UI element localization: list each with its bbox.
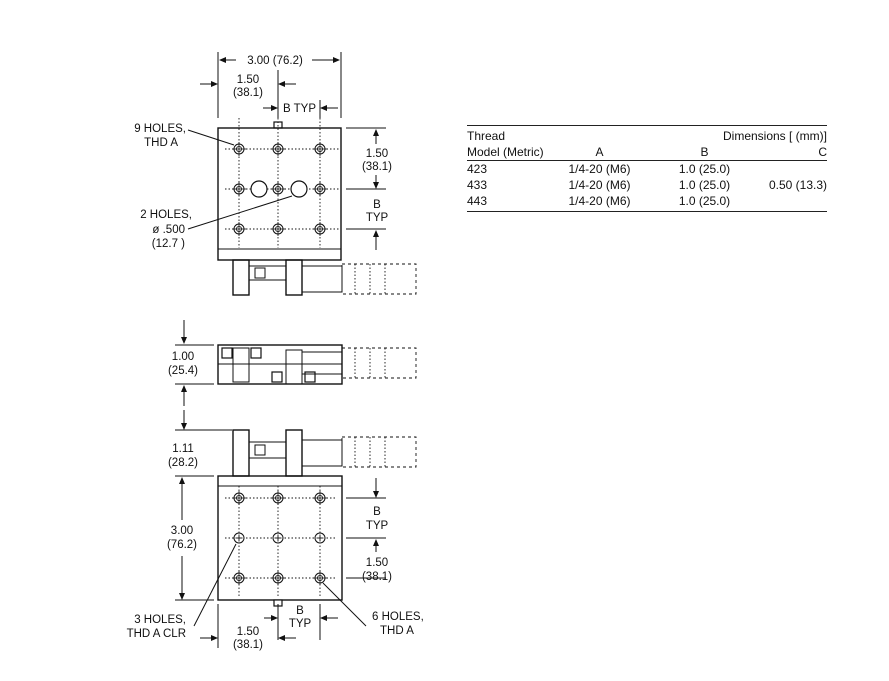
col-b: B [652,144,757,161]
table-header-row-1: Thread Dimensions [ (mm)] [467,125,827,144]
top-view: 3.00 (76.2) 1.50 (38.1) B TYP [134,52,417,296]
cell-b: 1.0 (25.0) [678,178,731,192]
top-right-150-in: 1.50 [366,148,388,160]
top-right-150-mm: (38.1) [362,161,392,173]
nine-holes-line2: THD A [144,137,178,149]
six-holes-line2: THD A [380,625,414,637]
table-row: 443 1/4-20 (M6) 1.0 (25.0) [467,193,827,212]
two-holes-line3: (12.7 ) [152,238,185,250]
cell-a: 1/4-20 (M6) [568,162,631,176]
cell-model: 433 [467,178,488,192]
top-right-b: B [373,199,381,211]
cell-c [757,161,827,178]
cell-c [757,193,827,212]
header-thread: Thread [467,125,547,144]
three-holes-line1: 3 HOLES, [134,614,186,626]
two-holes-line1: 2 HOLES, [140,209,192,221]
cell-b: 1.0 (25.0) [678,162,731,176]
bottom-150-mm: (38.1) [233,639,263,651]
dimensions-table: Thread Dimensions [ (mm)] Model (Metric)… [467,125,827,212]
length-in: 3.00 [171,525,193,537]
cell-model: 423 [467,162,488,176]
cell-b: 1.0 (25.0) [652,193,757,212]
six-holes-line1: 6 HOLES, [372,611,424,623]
top-right-typ: TYP [366,212,389,224]
table-header-row-2: Model (Metric) A B C [467,144,827,161]
micrometer-in: 1.11 [172,443,194,455]
table-row: 433 1/4-20 (M6) 1.0 (25.0) 0.50 (13.3) [467,177,827,193]
half-width-mm: (38.1) [233,87,263,99]
b-typ-label: B TYP [283,103,316,115]
cell-a: 1/4-20 (M6) [568,178,631,192]
micrometer-mm: (28.2) [168,457,198,469]
cell-model: 443 [467,193,547,212]
cell-c: 0.50 (13.3) [768,178,827,192]
bottom-150-in: 1.50 [237,626,259,638]
side-view: 1.00 (25.4) [168,320,417,406]
bottom-right-b: B [373,506,381,518]
height-mm: (25.4) [168,365,198,377]
table-row: 423 1/4-20 (M6) 1.0 (25.0) [467,161,827,178]
overall-width-label: 3.00 (76.2) [247,55,303,67]
half-width-in: 1.50 [237,74,259,86]
cell-a: 1/4-20 (M6) [547,193,652,212]
col-model: Model (Metric) [467,144,547,161]
height-in: 1.00 [172,351,194,363]
bottom-right-typ: TYP [366,520,389,532]
bottom-typ: TYP [289,618,312,630]
bottom-right-150-mm: (38.1) [362,571,392,583]
col-c: C [757,144,827,161]
nine-holes-line1: 9 HOLES, [134,123,186,135]
col-a: A [547,144,652,161]
bottom-view: 1.11 (28.2) 3.00 (76.2) [127,410,424,651]
bottom-right-150-in: 1.50 [366,557,388,569]
length-mm: (76.2) [167,539,197,551]
bottom-b: B [296,605,304,617]
two-holes-line2: ø .500 [152,224,185,236]
header-dimensions: Dimensions [ (mm)] [652,125,827,144]
three-holes-line2: THD A CLR [127,628,186,640]
